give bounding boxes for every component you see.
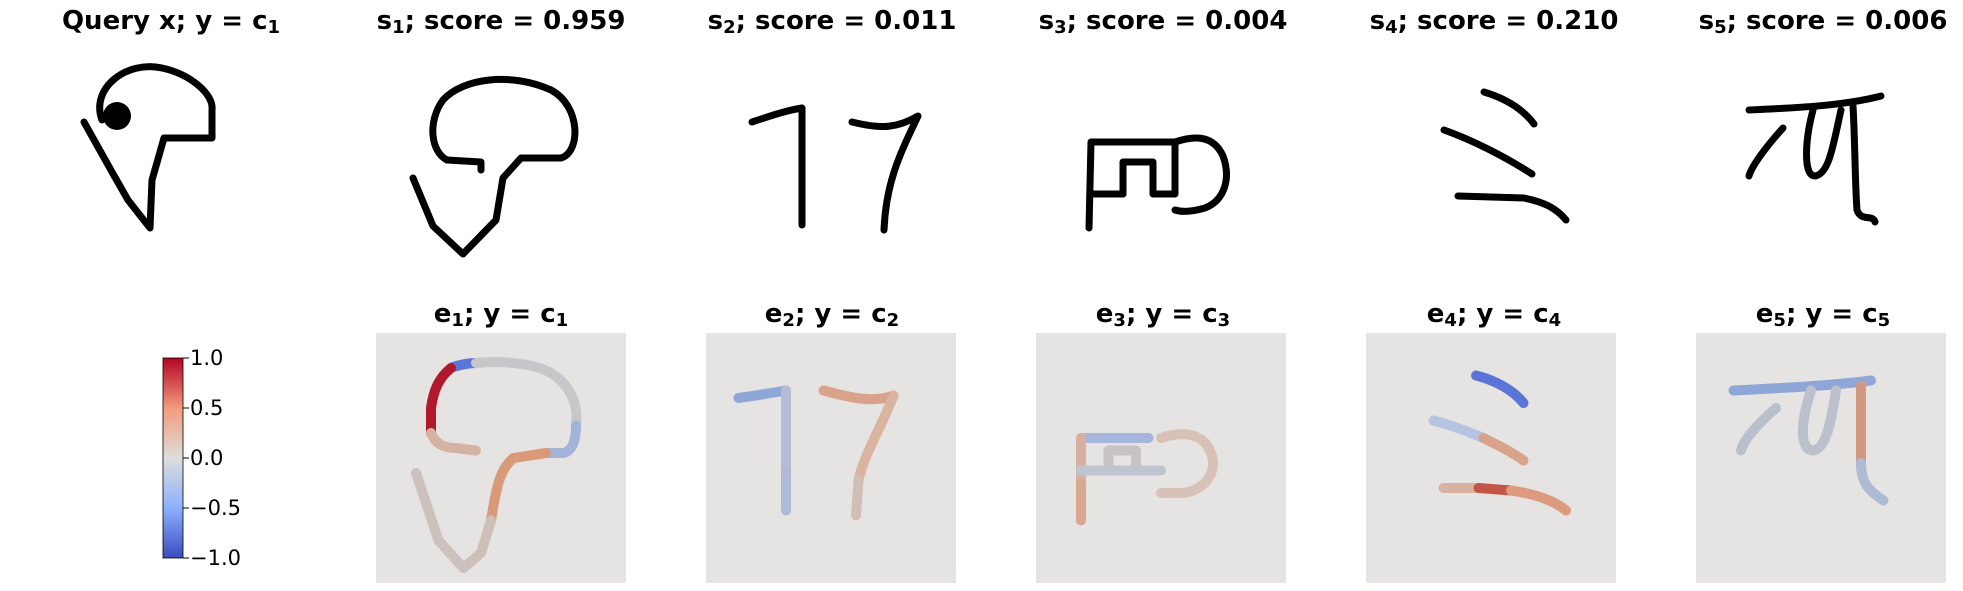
support-2-title: s2; score = 0.011 — [707, 6, 957, 38]
explanation-1-heatmap — [376, 333, 626, 583]
support-1-title: s1; score = 0.959 — [376, 6, 626, 38]
support-2-glyph-image — [732, 50, 932, 250]
colorbar-tick-label: 0.5 — [190, 396, 224, 420]
colorbar-tick-label: 1.0 — [190, 346, 224, 370]
support-3-glyph-image — [1063, 50, 1263, 250]
explanation-4-heatmap — [1366, 333, 1616, 583]
query-glyph-image — [72, 50, 272, 250]
support-1-glyph-image — [401, 50, 601, 258]
explanation-5-title: e5; y = c5 — [1755, 299, 1891, 331]
support-5-title: s5; score = 0.006 — [1698, 6, 1948, 38]
explanation-5-heatmap — [1696, 333, 1946, 583]
support-4-title: s4; score = 0.210 — [1369, 6, 1619, 38]
explanation-2-title: e2; y = c2 — [764, 299, 900, 331]
support-4-glyph-image — [1394, 50, 1594, 250]
explanation-1-title: e1; y = c1 — [433, 299, 569, 331]
explanation-4-title: e4; y = c4 — [1426, 299, 1562, 331]
colorbar-tick-label: −0.5 — [190, 496, 241, 520]
colorbar-tick-label: 0.0 — [190, 446, 224, 470]
colorbar — [162, 357, 189, 559]
explanation-3-title: e3; y = c3 — [1095, 299, 1231, 331]
explanation-3-heatmap — [1036, 333, 1286, 583]
query-title: Query x; y = c1 — [61, 6, 281, 38]
colorbar-tick-label: −1.0 — [190, 546, 241, 570]
support-3-title: s3; score = 0.004 — [1038, 6, 1288, 38]
explanation-2-heatmap — [706, 333, 956, 583]
support-5-glyph-image — [1723, 50, 1923, 250]
